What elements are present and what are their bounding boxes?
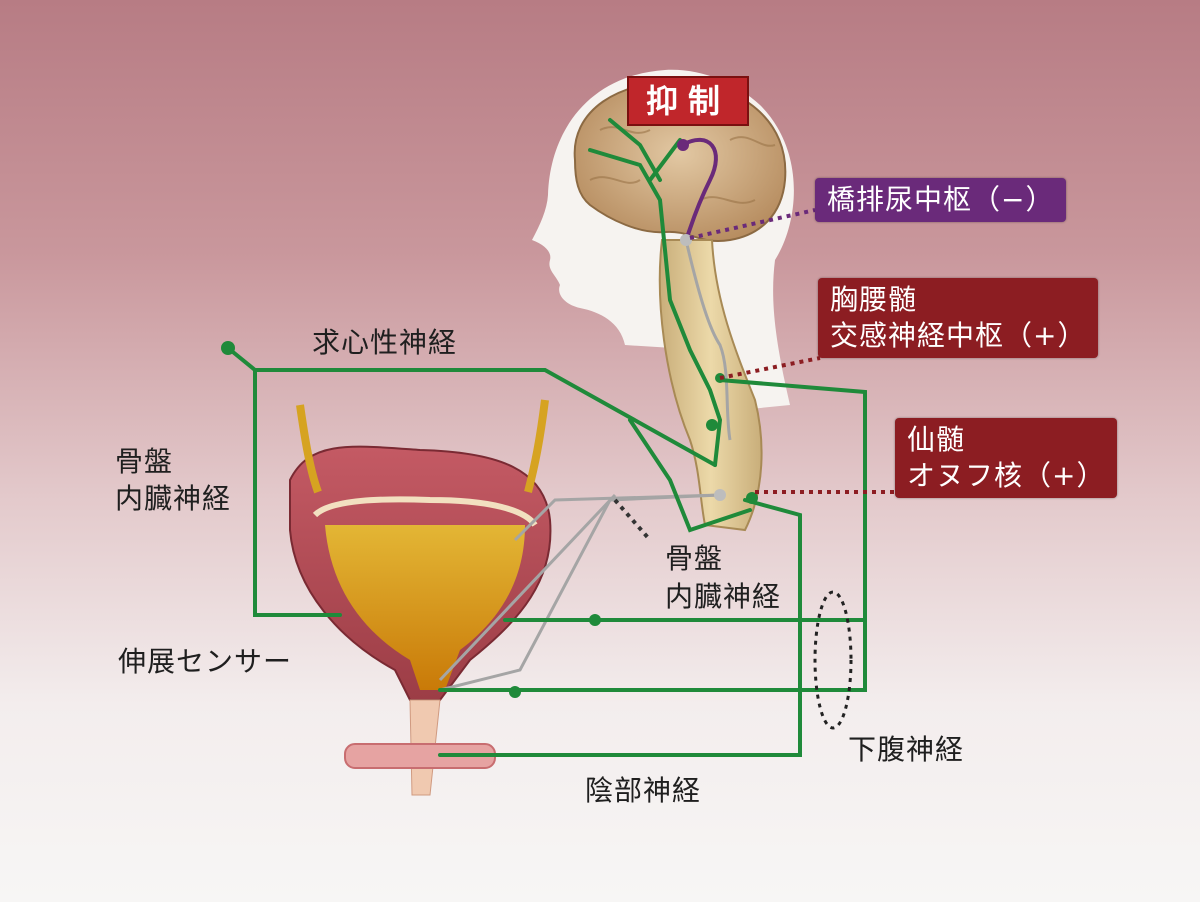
inhibit-badge: 抑制 bbox=[627, 76, 749, 126]
pelvic-nerve-left-line1: 骨盤 bbox=[115, 445, 174, 478]
gray-nodes bbox=[680, 234, 726, 501]
hypogastric-bundle-marker bbox=[813, 590, 853, 730]
sacral-center-box: 仙髄 オヌフ核（+） bbox=[895, 418, 1118, 498]
thoracolumbar-line2: 交感神経中枢（+） bbox=[830, 319, 1087, 352]
pontine-center-label: 橋排尿中枢（−） bbox=[827, 183, 1055, 216]
gray-nerve-paths bbox=[438, 239, 732, 692]
afferent-nerve-label: 求心性神経 bbox=[312, 326, 458, 359]
spinal-cord bbox=[658, 239, 763, 532]
sacral-line2: オヌフ核（+） bbox=[907, 459, 1106, 492]
pontine-center-box: 橋排尿中枢（−） bbox=[815, 178, 1067, 222]
pelvic-nerve-right-line1: 骨盤 bbox=[665, 542, 724, 575]
pelvic-nerve-left-line2: 内臓神経 bbox=[115, 482, 232, 515]
hypogastric-nerve-label: 下腹神経 bbox=[848, 733, 965, 766]
thoracolumbar-line1: 胸腰髄 bbox=[830, 283, 918, 316]
pelvic-nerve-right-line2: 内臓神経 bbox=[665, 580, 782, 613]
pudendal-nerve-label: 陰部神経 bbox=[585, 774, 702, 807]
thoracolumbar-center-box: 胸腰髄 交感神経中枢（+） bbox=[818, 278, 1099, 358]
label-connectors bbox=[613, 208, 895, 542]
nerve-nodes bbox=[221, 341, 758, 698]
sacral-line1: 仙髄 bbox=[907, 423, 966, 456]
green-nerve-paths bbox=[226, 118, 867, 757]
bladder bbox=[289, 399, 552, 796]
stretch-sensor-label: 伸展センサー bbox=[118, 645, 293, 678]
